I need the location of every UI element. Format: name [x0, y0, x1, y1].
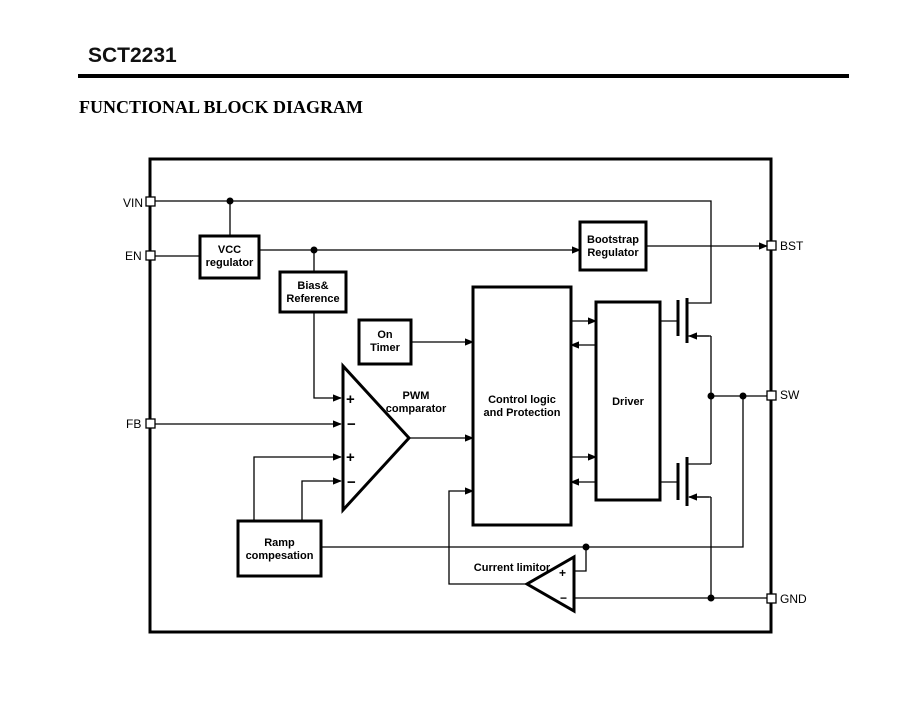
pwm-plus-sign-2: + — [346, 449, 355, 466]
wires — [155, 200, 768, 599]
bst-label: BST — [780, 239, 804, 253]
pwm-plus-sign-1: + — [346, 391, 355, 408]
on-timer-label-2: Timer — [370, 342, 400, 354]
en-label: EN — [125, 249, 142, 263]
current-limitor-minus-sign: − — [560, 591, 567, 605]
driver-label: Driver — [612, 396, 645, 408]
pwm-comparator-symbol — [341, 362, 412, 514]
bias-reference-label-1: Bias& — [297, 280, 328, 292]
header-rule — [78, 74, 849, 78]
vcc-regulator-label-1: VCC — [218, 244, 241, 256]
current-limitor-label: Current limitor — [474, 562, 551, 574]
bootstrap-regulator-block — [578, 220, 648, 272]
bst-pin — [766, 240, 777, 251]
control-logic-block — [471, 285, 573, 527]
pwm-comparator-label-1: PWM — [403, 390, 430, 402]
vin-pin — [145, 196, 156, 207]
current-limitor-symbol — [523, 554, 576, 614]
driver-block — [594, 300, 662, 502]
chip-outline — [148, 157, 773, 634]
ramp-compensation-block — [236, 519, 323, 578]
control-logic-label-1: Control logic — [488, 394, 556, 406]
bootstrap-regulator-label-1: Bootstrap — [587, 234, 639, 246]
current-limitor-plus-sign: + — [559, 566, 566, 580]
en-pin — [145, 250, 156, 261]
gnd-pin — [766, 593, 777, 604]
part-number: SCT2231 — [88, 44, 177, 67]
pwm-minus-sign-1: − — [347, 416, 356, 433]
vcc-regulator-label-2: regulator — [206, 257, 254, 269]
bias-reference-block — [278, 270, 348, 314]
junction-dots — [226, 197, 747, 602]
ramp-compensation-label-1: Ramp — [264, 537, 295, 549]
sw-label: SW — [780, 388, 800, 402]
pwm-comparator-label-2: comparator — [386, 403, 447, 415]
sw-pin — [766, 390, 777, 401]
bias-reference-label-2: Reference — [286, 293, 339, 305]
control-logic-label-2: and Protection — [483, 407, 560, 419]
fb-pin — [145, 418, 156, 429]
fb-label: FB — [126, 417, 141, 431]
on-timer-label-1: On — [377, 329, 393, 341]
ramp-compensation-label-2: compesation — [246, 550, 314, 562]
pwm-minus-sign-2: − — [347, 474, 356, 491]
vin-label: VIN — [123, 196, 143, 210]
gnd-label: GND — [780, 592, 807, 606]
section-title: FUNCTIONAL BLOCK DIAGRAM — [79, 97, 364, 117]
bootstrap-regulator-label-2: Regulator — [587, 247, 639, 259]
